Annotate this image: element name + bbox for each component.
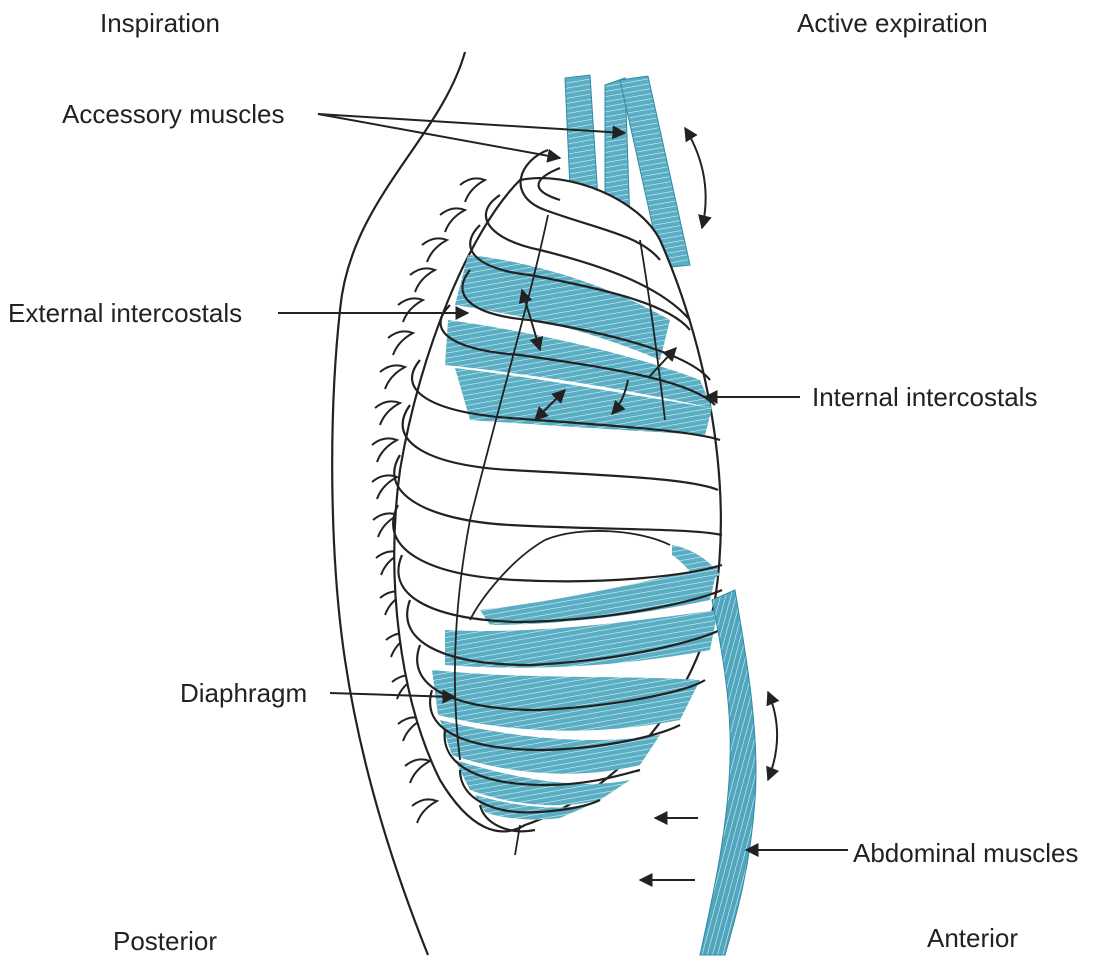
leader-lines xyxy=(278,113,848,857)
internal-intercostals-label: Internal intercostals xyxy=(812,382,1038,412)
ribs xyxy=(392,148,723,833)
motion-arrows xyxy=(518,126,780,887)
inspiration-label: Inspiration xyxy=(100,8,220,38)
active-expiration-label: Active expiration xyxy=(797,8,988,38)
external-intercostals-label: External intercostals xyxy=(8,298,243,328)
anterior-label: Anterior xyxy=(927,923,1019,953)
abdominal-muscles-label: Abdominal muscles xyxy=(853,838,1079,868)
back-outline xyxy=(331,51,467,956)
posterior-label: Posterior xyxy=(113,926,218,956)
diaphragm-label: Diaphragm xyxy=(180,678,308,708)
abdominal-muscles-shape xyxy=(699,589,757,956)
accessory-muscles-label: Accessory muscles xyxy=(62,99,285,129)
